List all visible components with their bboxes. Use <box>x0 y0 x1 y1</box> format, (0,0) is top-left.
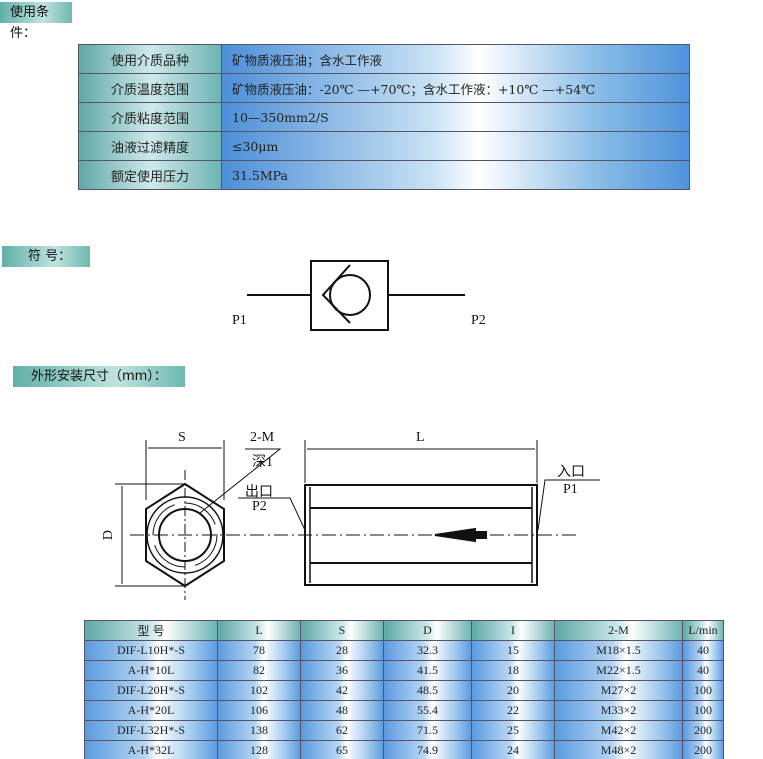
table-cell: 42 <box>300 680 384 701</box>
table-cell: 40 <box>682 660 724 681</box>
body-side-view <box>238 440 600 586</box>
table-cell: 32.3 <box>383 640 472 661</box>
table-cell: 200 <box>682 740 724 759</box>
outlet-label: 出口 <box>245 485 273 500</box>
table-cell: 65 <box>300 740 384 759</box>
table-cell: 15 <box>471 640 555 661</box>
column-header: I <box>471 620 555 641</box>
table-cell: 20 <box>471 680 555 701</box>
condition-value: 31.5MPa <box>221 160 690 190</box>
inlet-label: 入口 <box>557 465 585 480</box>
table-cell: DIF-L32H*-S <box>84 720 218 741</box>
table-cell: DIF-L20H*-S <box>84 680 218 701</box>
table-cell: 48.5 <box>383 680 472 701</box>
table-cell: 28 <box>300 640 384 661</box>
condition-value: 10—350mm2/S <box>221 102 690 132</box>
flow-arrow <box>434 527 476 543</box>
symbol-port-p2: P2 <box>471 313 486 328</box>
table-cell: 48 <box>300 700 384 721</box>
table-cell: 128 <box>217 740 301 759</box>
table-cell: 100 <box>682 700 724 721</box>
table-cell: 106 <box>217 700 301 721</box>
table-cell: 62 <box>300 720 384 741</box>
table-cell: 55.4 <box>383 700 472 721</box>
column-header: S <box>300 620 384 641</box>
table-cell: A-H*32L <box>84 740 218 759</box>
condition-row: 使用介质品种矿物质液压油；含水工作液 <box>78 44 690 74</box>
table-cell: 71.5 <box>383 720 472 741</box>
table-cell: 41.5 <box>383 660 472 681</box>
table-cell: 78 <box>217 640 301 661</box>
check-valve-symbol <box>247 260 465 331</box>
table-cell: M18×1.5 <box>554 640 683 661</box>
table-cell: 40 <box>682 640 724 661</box>
conditions-table: 使用介质品种矿物质液压油；含水工作液介质温度范围矿物质液压油：-20℃ —+70… <box>78 44 690 190</box>
hex-end-view <box>115 440 580 600</box>
symbol-port-p1: P1 <box>232 313 247 328</box>
table-cell: 25 <box>471 720 555 741</box>
table-cell: A-H*20L <box>84 700 218 721</box>
inlet-port-label: P1 <box>563 482 578 497</box>
outlet-port-label: P2 <box>252 499 267 514</box>
column-header: L/min <box>682 620 724 641</box>
column-header: D <box>383 620 472 641</box>
table-cell: M27×2 <box>554 680 683 701</box>
thread-label: 2-M <box>250 430 275 445</box>
table-cell: DIF-L10H*-S <box>84 640 218 661</box>
dim-l-label: L <box>416 430 425 445</box>
section-symbol-header: 符 号： <box>2 246 90 267</box>
table-cell: 138 <box>217 720 301 741</box>
section-dimensions-header: 外形安装尺寸（mm）： <box>13 366 185 387</box>
condition-value: ≤30μm <box>221 131 690 161</box>
condition-row: 介质温度范围矿物质液压油：-20℃ —+70℃；含水工作液：+10℃ —+54℃ <box>78 73 690 103</box>
table-cell: M48×2 <box>554 740 683 759</box>
column-header: 2-M <box>554 620 683 641</box>
condition-value: 矿物质液压油：-20℃ —+70℃；含水工作液：+10℃ —+54℃ <box>221 73 690 103</box>
condition-key: 额定使用压力 <box>78 160 222 190</box>
table-cell: 100 <box>682 680 724 701</box>
table-cell: 74.9 <box>383 740 472 759</box>
condition-key: 介质粘度范围 <box>78 102 222 132</box>
dim-d-label: D <box>101 529 117 541</box>
dim-s-label: S <box>178 430 186 445</box>
table-cell: M33×2 <box>554 700 683 721</box>
table-cell: M42×2 <box>554 720 683 741</box>
condition-row: 油液过滤精度≤30μm <box>78 131 690 161</box>
depth-label: 深1 <box>252 455 273 470</box>
table-cell: 36 <box>300 660 384 681</box>
condition-key: 介质温度范围 <box>78 73 222 103</box>
table-cell: 102 <box>217 680 301 701</box>
column-header: 型 号 <box>84 620 218 641</box>
column-header: L <box>217 620 301 641</box>
table-cell: 200 <box>682 720 724 741</box>
condition-value: 矿物质液压油；含水工作液 <box>221 44 690 74</box>
table-cell: 22 <box>471 700 555 721</box>
section-conditions-header: 使用条件： <box>0 2 72 41</box>
table-cell: A-H*10L <box>84 660 218 681</box>
table-cell: 82 <box>217 660 301 681</box>
table-cell: 18 <box>471 660 555 681</box>
table-cell: M22×1.5 <box>554 660 683 681</box>
table-cell: 24 <box>471 740 555 759</box>
